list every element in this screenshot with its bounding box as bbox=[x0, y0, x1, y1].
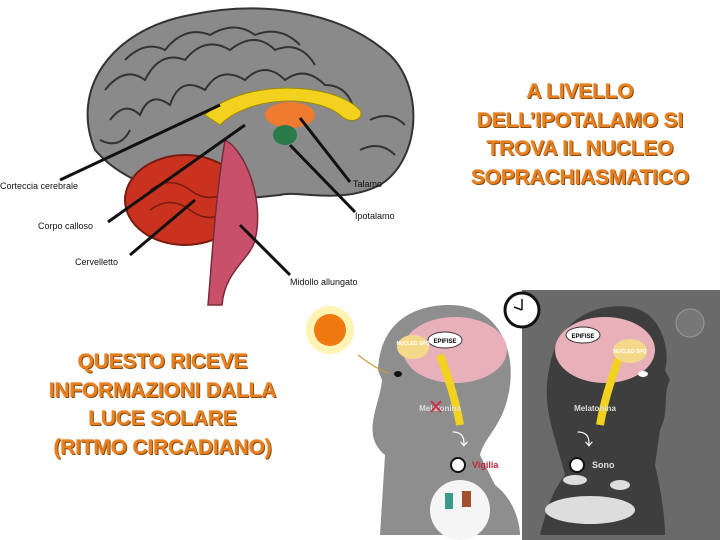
circadian-illustration: EPIFISE NUCLEO SPQ EPIFISE NUCLEO SPQ Me… bbox=[306, 290, 720, 540]
joggers-illustration bbox=[430, 480, 490, 540]
sun-icon bbox=[306, 306, 354, 354]
alarm-clock-icon bbox=[503, 291, 541, 329]
moon-icon bbox=[675, 308, 705, 338]
headline-line: DELL’IPOTALAMO SI bbox=[476, 108, 684, 132]
brain-diagram bbox=[59, 7, 415, 306]
arrow-down-icon: ⤵ bbox=[577, 431, 593, 449]
label-hypothalamus: Ipotalamo bbox=[355, 211, 395, 221]
night-eye-icon bbox=[638, 371, 648, 377]
label-thalamus: Talamo bbox=[353, 179, 383, 189]
day-nucleus-label: NUCLEO SPQ bbox=[396, 341, 429, 347]
headline-hypothalamus: A LIVELLO DELL’IPOTALAMO SI TROVA IL NUC… bbox=[440, 78, 720, 192]
night-nucleus-label: NUCLEO SPQ bbox=[613, 349, 646, 355]
day-epiphysis-label: EPIFISE bbox=[433, 339, 456, 345]
headline-line: INFORMAZIONI DALLA bbox=[48, 378, 277, 402]
hypothalamus bbox=[273, 125, 297, 145]
label-cerebellum: Cervelletto bbox=[75, 257, 119, 267]
label-cortex: Corteccia cerebrale bbox=[0, 181, 79, 191]
headline-line: (RITMO CIRCADIANO) bbox=[53, 435, 272, 459]
blocked-x-icon bbox=[430, 400, 442, 413]
headline-line: TROVA IL NUCLEO bbox=[486, 137, 674, 160]
night-clock-icon bbox=[569, 457, 585, 473]
label-medulla: Midollo allungato bbox=[290, 277, 358, 287]
night-epiphysis-label: EPIFISE bbox=[571, 334, 594, 340]
headline-line: LUCE SOLARE bbox=[88, 407, 237, 430]
headline-line: SOPRACHIASMATICO bbox=[470, 165, 690, 189]
sleeping-cloud bbox=[545, 496, 635, 524]
headline-circadian: QUESTO RICEVE INFORMAZIONI DALLA LUCE SO… bbox=[10, 348, 315, 462]
brainstem bbox=[207, 138, 259, 306]
day-eye-icon bbox=[394, 371, 402, 377]
day-clock-icon bbox=[450, 457, 466, 473]
headline-line: A LIVELLO bbox=[526, 80, 634, 103]
day-brain bbox=[403, 317, 507, 383]
night-melatonin-label: Melatonina bbox=[574, 404, 616, 413]
arrow-down-icon: ⤵ bbox=[452, 431, 468, 449]
night-state-label: Sono bbox=[592, 460, 615, 470]
day-melatonin-label: Melatonina bbox=[419, 404, 461, 413]
headline-line: QUESTO RICEVE bbox=[77, 350, 248, 373]
thalamus bbox=[265, 102, 315, 128]
day-state-label: Vigilia bbox=[472, 460, 499, 470]
corpus-callosum bbox=[204, 87, 362, 126]
label-corpus-callosum: Corpo calloso bbox=[38, 221, 94, 231]
